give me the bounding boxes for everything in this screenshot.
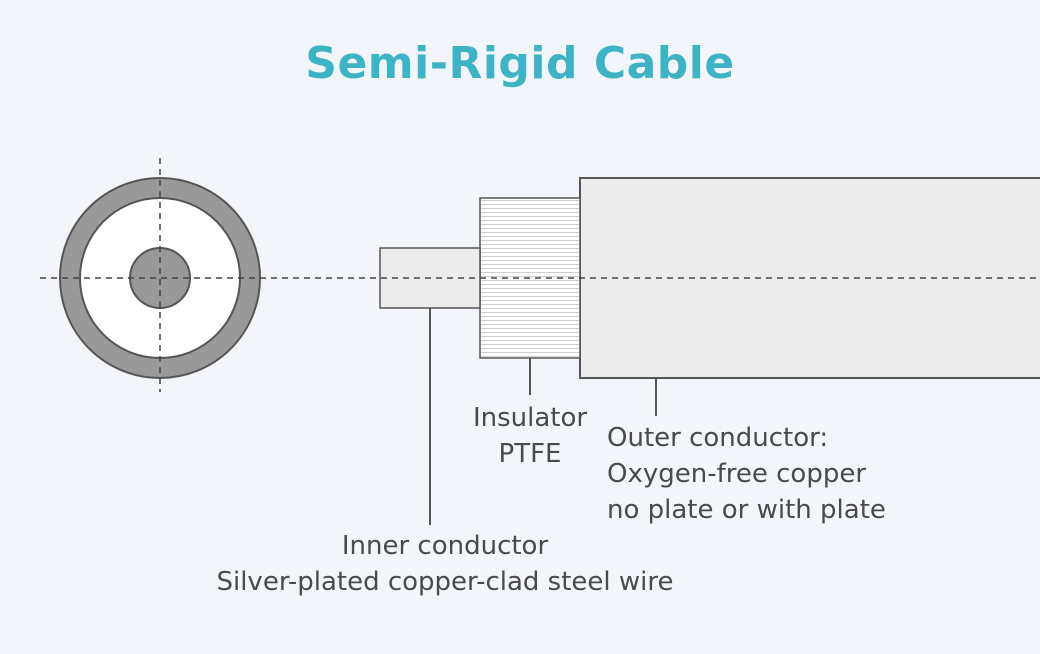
inner-conductor-label-line-1: Inner conductor (341, 531, 549, 561)
cross-section (59, 158, 261, 392)
inner-conductor-label-line-2: Silver-plated copper-clad steel wire (216, 567, 674, 597)
page-title: Semi-Rigid Cable (305, 38, 735, 89)
insulator-label-line-2: PTFE (498, 439, 562, 469)
outer-conductor-label-line-2: Oxygen-free copper (607, 459, 867, 489)
insulator-label: Insulator PTFE (460, 400, 600, 472)
insulator-label-line-1: Insulator (472, 403, 588, 433)
inner-conductor-label: Inner conductor Silver-plated copper-cla… (200, 528, 690, 600)
outer-conductor-label-line-3: no plate or with plate (607, 495, 886, 525)
outer-conductor-label: Outer conductor: Oxygen-free copper no p… (607, 420, 886, 528)
outer-conductor-label-line-1: Outer conductor: (607, 423, 829, 453)
